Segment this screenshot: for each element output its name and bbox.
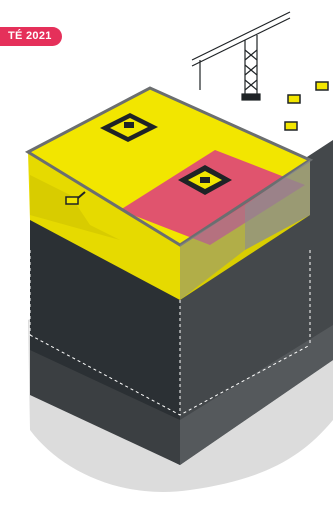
truck-icon: [285, 82, 328, 130]
crane-icon: [192, 12, 290, 100]
